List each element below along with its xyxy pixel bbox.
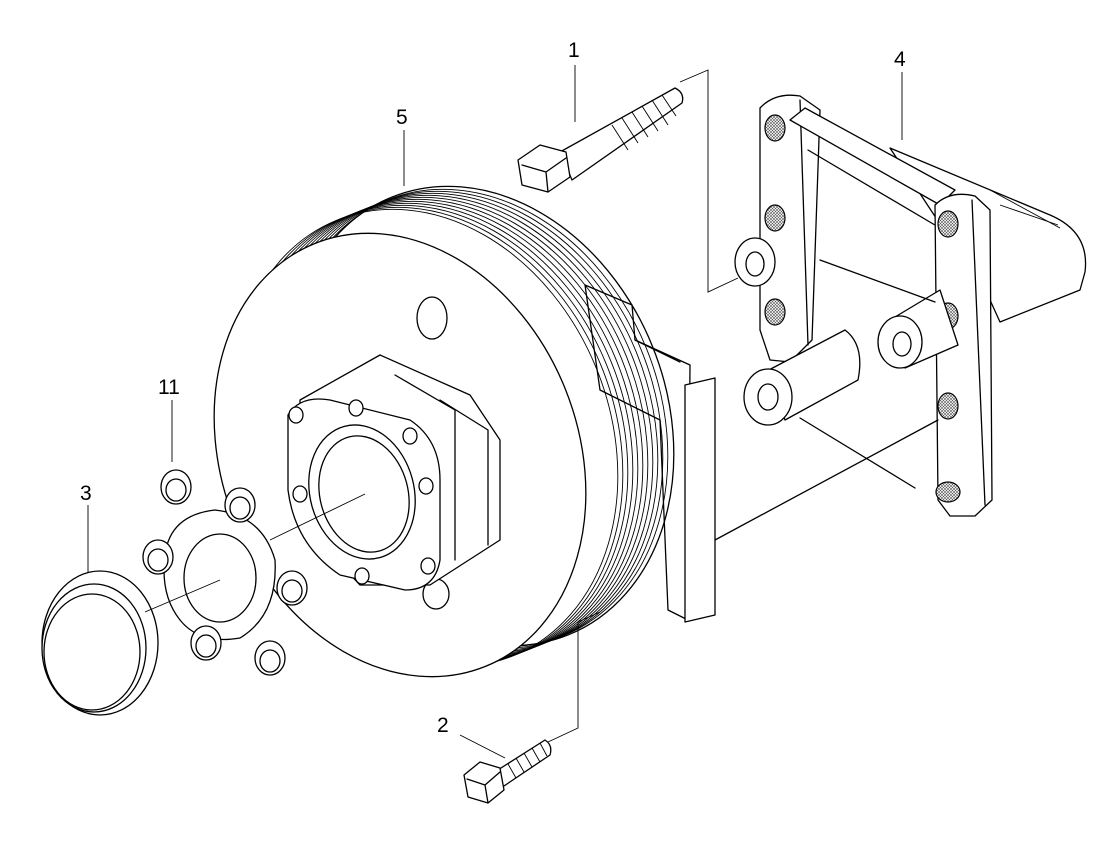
spacer-ring (142, 469, 308, 676)
pump-flange (584, 284, 716, 623)
callout-2: 2 (437, 714, 449, 737)
assembly-lines (87, 65, 903, 759)
mounting-bracket (714, 94, 1087, 541)
callout-5: 5 (396, 106, 408, 129)
callout-1: 1 (568, 39, 580, 62)
callout-4: 4 (894, 48, 906, 71)
pulley-hub (287, 354, 501, 591)
callout-11: 11 (158, 376, 180, 399)
callout-3: 3 (80, 482, 92, 505)
bolt-short (463, 739, 552, 804)
hub-cap (41, 570, 159, 716)
bolt-long (517, 87, 684, 193)
